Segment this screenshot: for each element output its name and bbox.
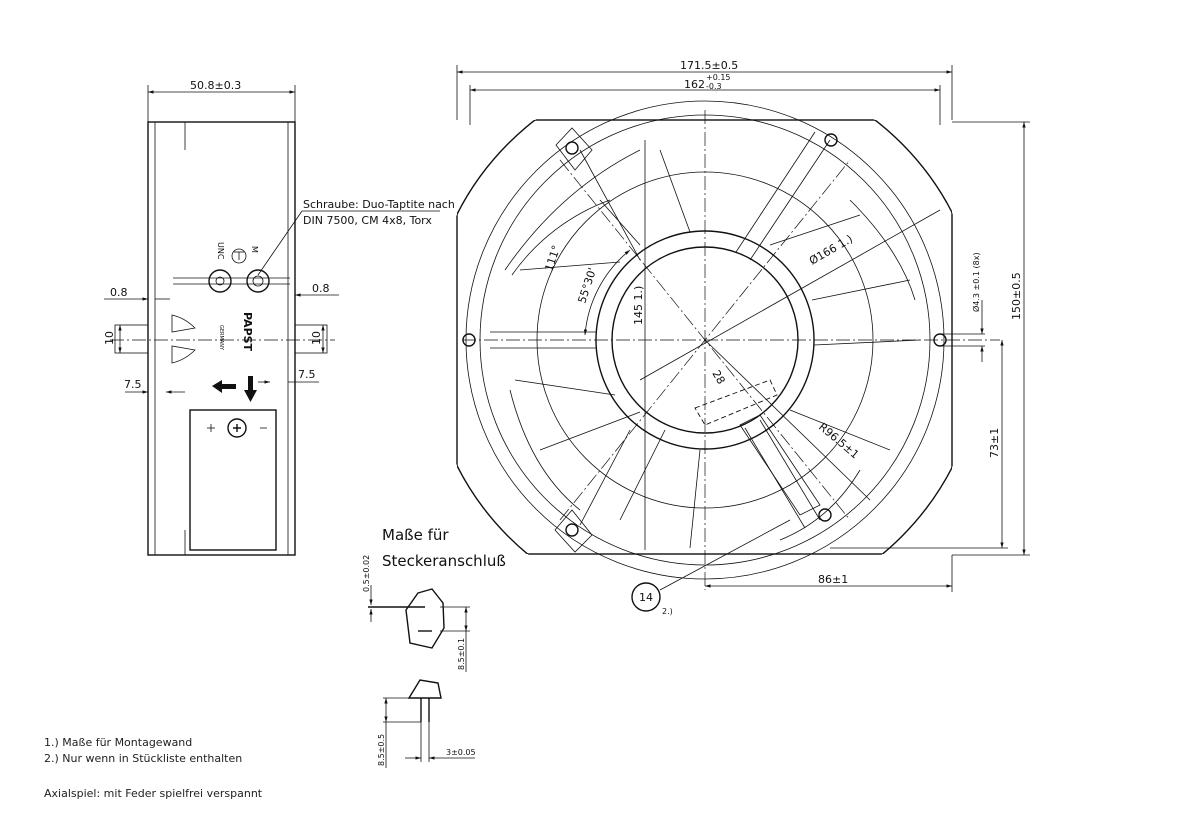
overall-width-dim: 171.5±0.5 bbox=[680, 59, 738, 72]
connector-title-line2: Steckeranschluß bbox=[382, 552, 506, 570]
note-2: 2.) Nur wenn in Stückliste enthalten bbox=[44, 752, 243, 765]
dim-left-depth: 7.5 bbox=[124, 378, 142, 391]
country-label: GERMANY bbox=[218, 325, 224, 351]
inner-width-main: 162 bbox=[684, 78, 705, 91]
note-1: 1.) Maße für Montagewand bbox=[44, 736, 193, 749]
connector-title-line1: Maße für bbox=[382, 526, 449, 544]
terminal-box bbox=[189, 409, 277, 551]
callout-note: 2.) bbox=[662, 607, 673, 616]
rotation-arrow-icon bbox=[212, 380, 236, 393]
side-view: 50.8±0.3 0.8 0.8 10 10 7.5 7.5 UNC M bbox=[103, 79, 455, 556]
dim-left-wall: 0.8 bbox=[110, 286, 128, 299]
dim-spacing: 8.5±0.1 bbox=[457, 638, 466, 670]
front-view: 111° 55°30' 145 1.) Ø166 1.) 28 R96.5±1 … bbox=[456, 59, 1030, 616]
inner-width-tol-down: -0.3 bbox=[706, 82, 722, 91]
dim-width: 3±0.05 bbox=[446, 748, 476, 757]
dim-right-wall: 0.8 bbox=[312, 282, 330, 295]
ground-icon bbox=[231, 248, 247, 264]
callout-bubble bbox=[631, 582, 661, 612]
angle-55-30: 55°30' bbox=[575, 266, 599, 305]
hole-dia-dim: Ø4.3 ±0.1 (8x) bbox=[971, 252, 981, 312]
unc-label: UNC bbox=[216, 242, 225, 260]
center-offset-dim: 86±1 bbox=[818, 573, 848, 586]
inner-width-tol-up: +0.15 bbox=[706, 73, 731, 82]
note-3: Axialspiel: mit Feder spielfrei verspann… bbox=[44, 787, 263, 800]
side-width-dim: 50.8±0.3 bbox=[190, 79, 241, 92]
dim-145: 145 1.) bbox=[632, 286, 645, 325]
airflow-arrow-icon bbox=[244, 376, 257, 402]
terminal-unc bbox=[208, 269, 232, 293]
m-label: M bbox=[250, 246, 259, 253]
screw-note-line2: DIN 7500, CM 4x8, Torx bbox=[303, 214, 432, 227]
callout-number: 14 bbox=[639, 591, 653, 604]
dim-right-depth: 7.5 bbox=[298, 368, 316, 381]
brand-logo: PAPST bbox=[241, 312, 254, 352]
dim-thickness: 0.5±0.02 bbox=[362, 555, 371, 592]
dim-radius: R96.5±1 bbox=[816, 420, 861, 461]
dim-right-height: 10 bbox=[310, 331, 323, 345]
center-height-dim: 73±1 bbox=[988, 428, 1001, 458]
terminal-m bbox=[246, 269, 270, 293]
dim-28: 28 bbox=[709, 368, 727, 387]
screw-note-line1: Schraube: Duo-Taptite nach bbox=[303, 198, 455, 211]
dim-left-height: 10 bbox=[103, 331, 116, 345]
dim-length: 8.5±0.5 bbox=[377, 734, 386, 766]
angle-111: 111° bbox=[542, 244, 563, 273]
connector-detail: Maße für Steckeranschluß 8.5±0.1 0.5±0.0… bbox=[362, 526, 506, 768]
height-dim: 150±0.5 bbox=[1010, 272, 1023, 320]
